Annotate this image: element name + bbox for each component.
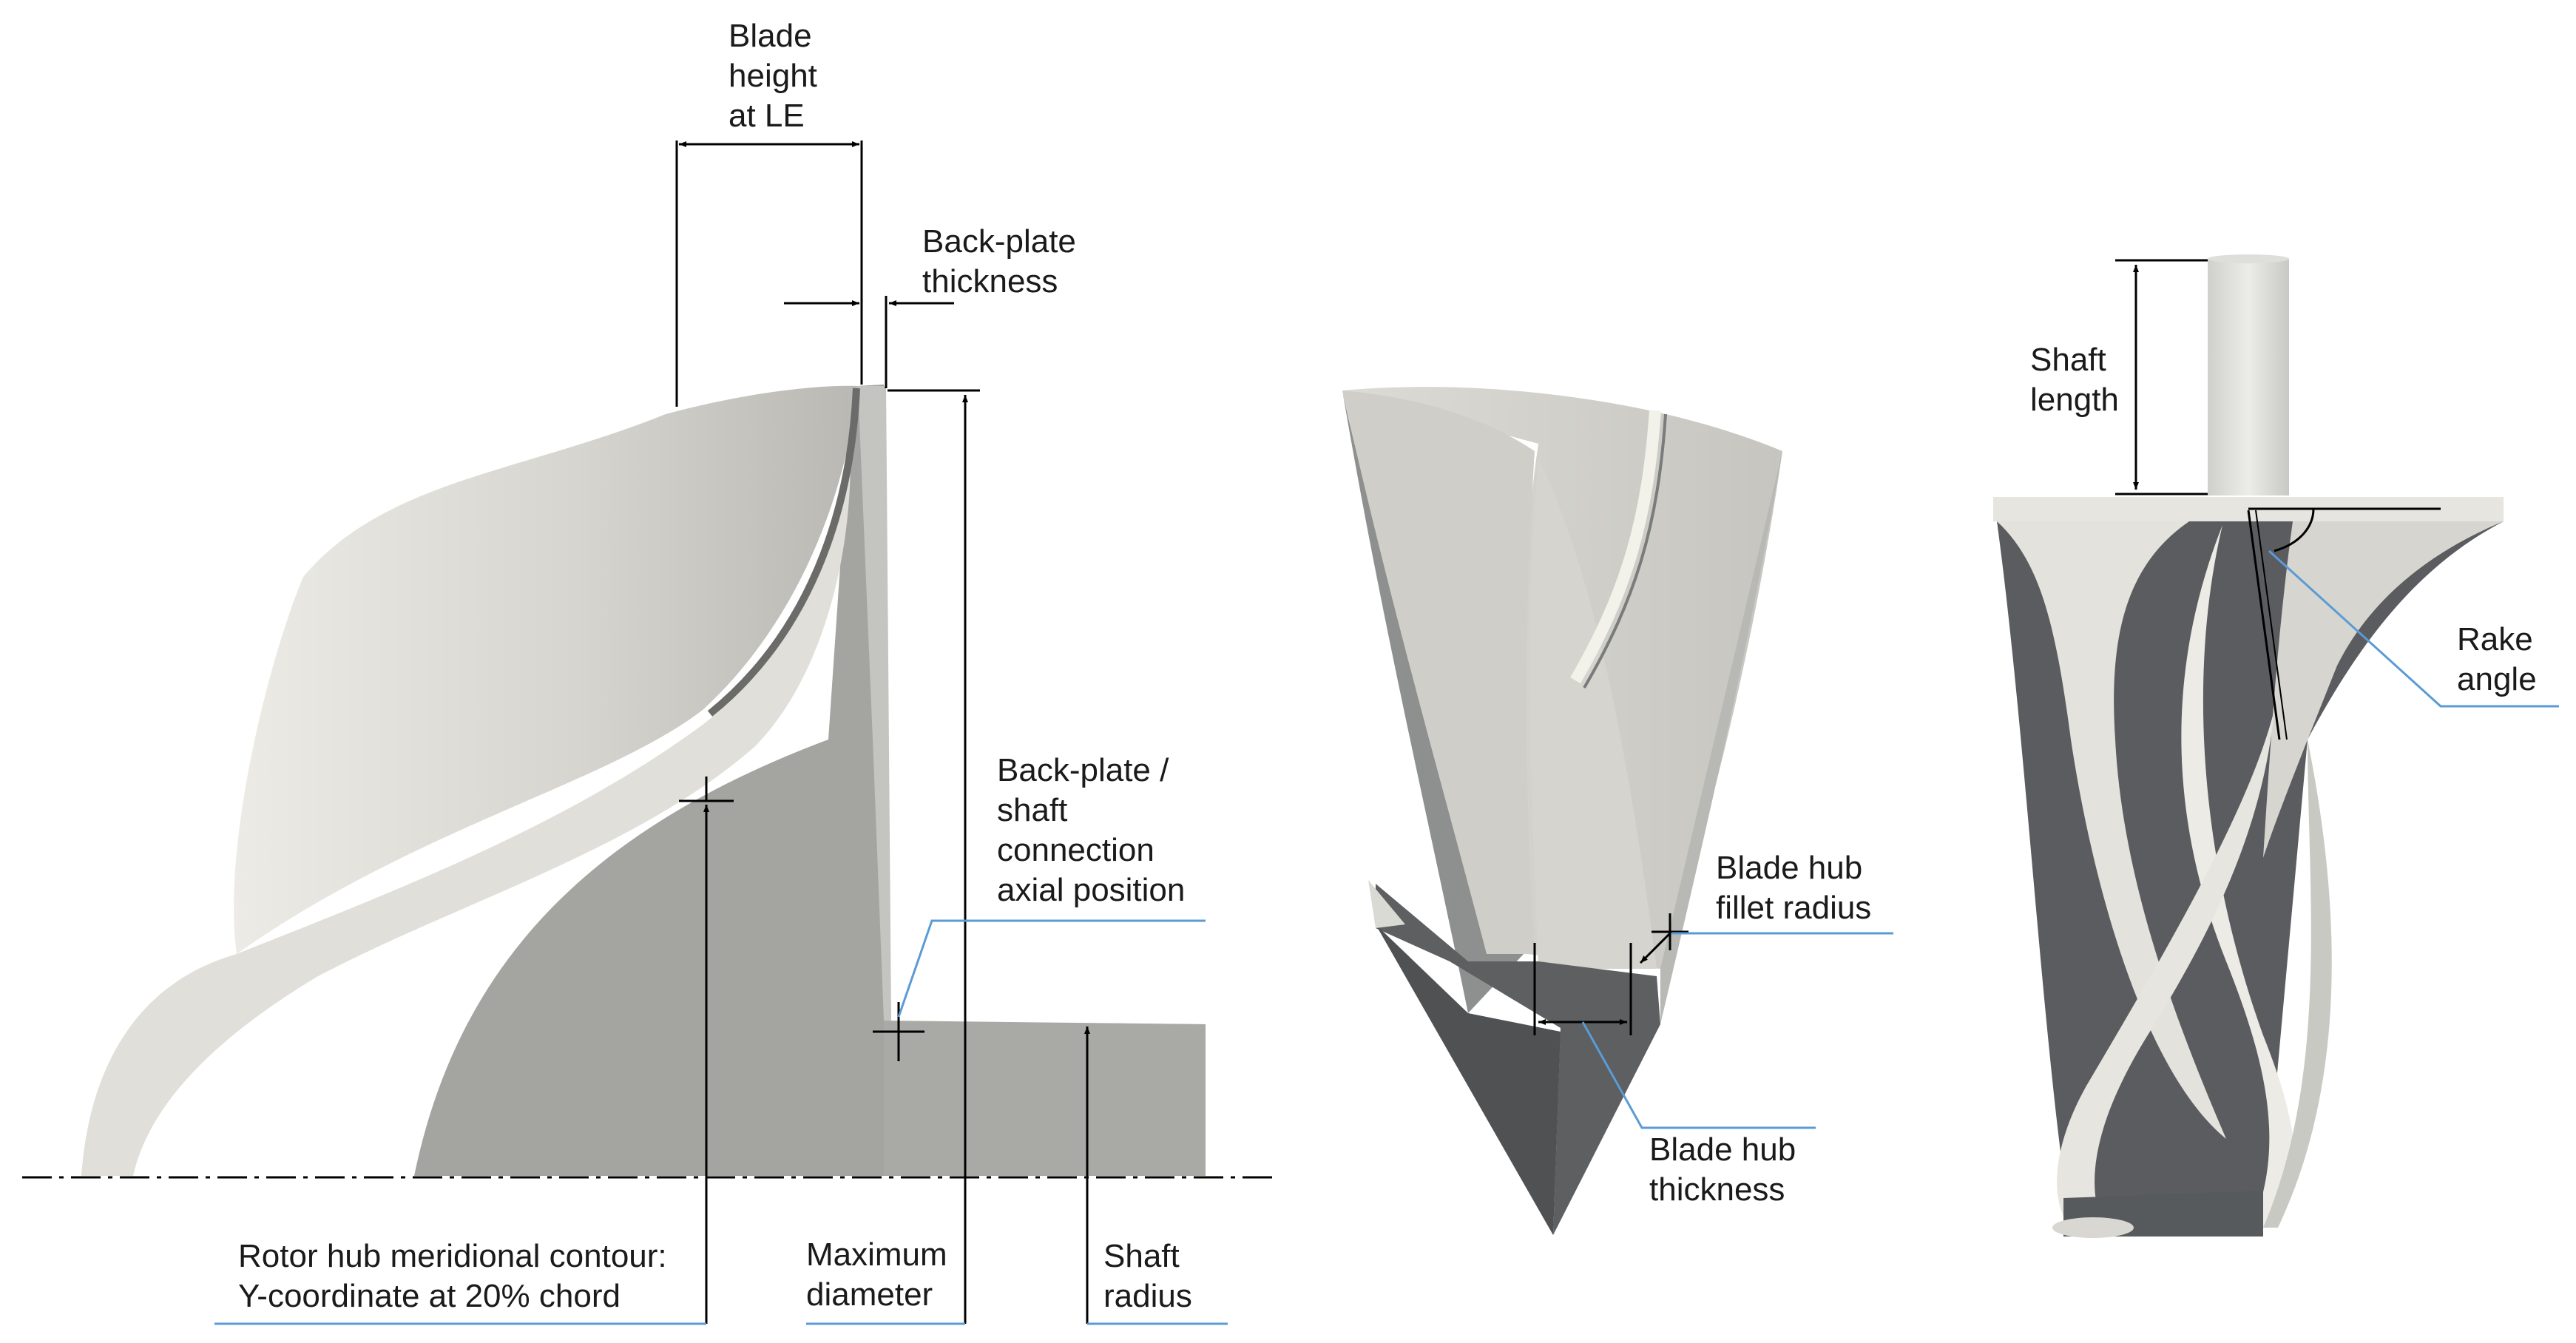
rotor-lower-tip [2052, 1217, 2134, 1238]
rotor-hub-face [414, 385, 1206, 1176]
rotor-shaft-stub [884, 1021, 1206, 1176]
label-backplate-shaft-connection: Back-plate / shaft connection axial posi… [997, 752, 1186, 908]
label-shaft-radius: Shaft radius [1103, 1238, 1192, 1314]
rotor-backplate [858, 386, 891, 1021]
label-maximum-diameter: Maximum diameter [806, 1237, 947, 1313]
rotor-blade-surface [234, 385, 858, 954]
rotor-shaft [2208, 259, 2289, 495]
label-blade-height: Blade height at LE [728, 18, 817, 134]
label-rake-angle: Rake angle [2457, 621, 2537, 697]
rake-angle-construct [2247, 507, 2441, 740]
rotor-blade-twist-1 [2181, 525, 2295, 1235]
leader-lines-left [214, 919, 1228, 1325]
label-blade-hub-thickness: Blade hub thickness [1649, 1131, 1796, 1208]
leader-lines-center [1581, 932, 1893, 1129]
rotor-flare-right [2263, 521, 2504, 858]
rotor-blade-twist-3 [2263, 740, 2332, 1228]
label-shaft-length: Shaft length [2030, 342, 2119, 418]
blade-height-dimension [675, 141, 863, 407]
blade-hub-fillet-marker [1639, 913, 1688, 964]
right-rotor-view [1993, 254, 2504, 1238]
rotor-blade-leading-edge [707, 388, 860, 717]
backplate-thickness-dimension [784, 296, 954, 388]
backplate-shaft-connection-marker [873, 1002, 924, 1061]
rotor-shaft-top [2208, 254, 2289, 263]
sector-bottom-wedge [1376, 884, 1660, 1235]
sector-left-blade-face [1342, 390, 1535, 954]
rotor-blade-lower-surface [81, 459, 851, 1176]
sector-tip [1376, 924, 1561, 1235]
label-backplate-thickness: Back-plate thickness [922, 223, 1076, 300]
shaft-length-dimension [2115, 259, 2208, 495]
center-blade-sector-view [1342, 387, 1782, 1235]
rotor-blade-twist-2 [2057, 710, 2274, 1235]
leader-line-rake-angle [2268, 549, 2559, 708]
sector-arrow-head [1368, 880, 1405, 928]
rotor-flare-left [1997, 521, 2226, 1139]
sector-blade-edge [1570, 410, 1661, 684]
sector-right-face [1660, 451, 1782, 1024]
label-blade-hub-fillet-radius: Blade hub fillet radius [1716, 850, 1872, 926]
sector-blade-edge-shadow [1583, 413, 1667, 689]
maximum-diameter-dimension [888, 389, 980, 1324]
label-rotor-hub-contour: Rotor hub meridional contour: Y-coordina… [238, 1238, 667, 1314]
sector-blade-hub [1529, 459, 1657, 969]
rotor-hub-contour-marker [679, 777, 734, 1324]
